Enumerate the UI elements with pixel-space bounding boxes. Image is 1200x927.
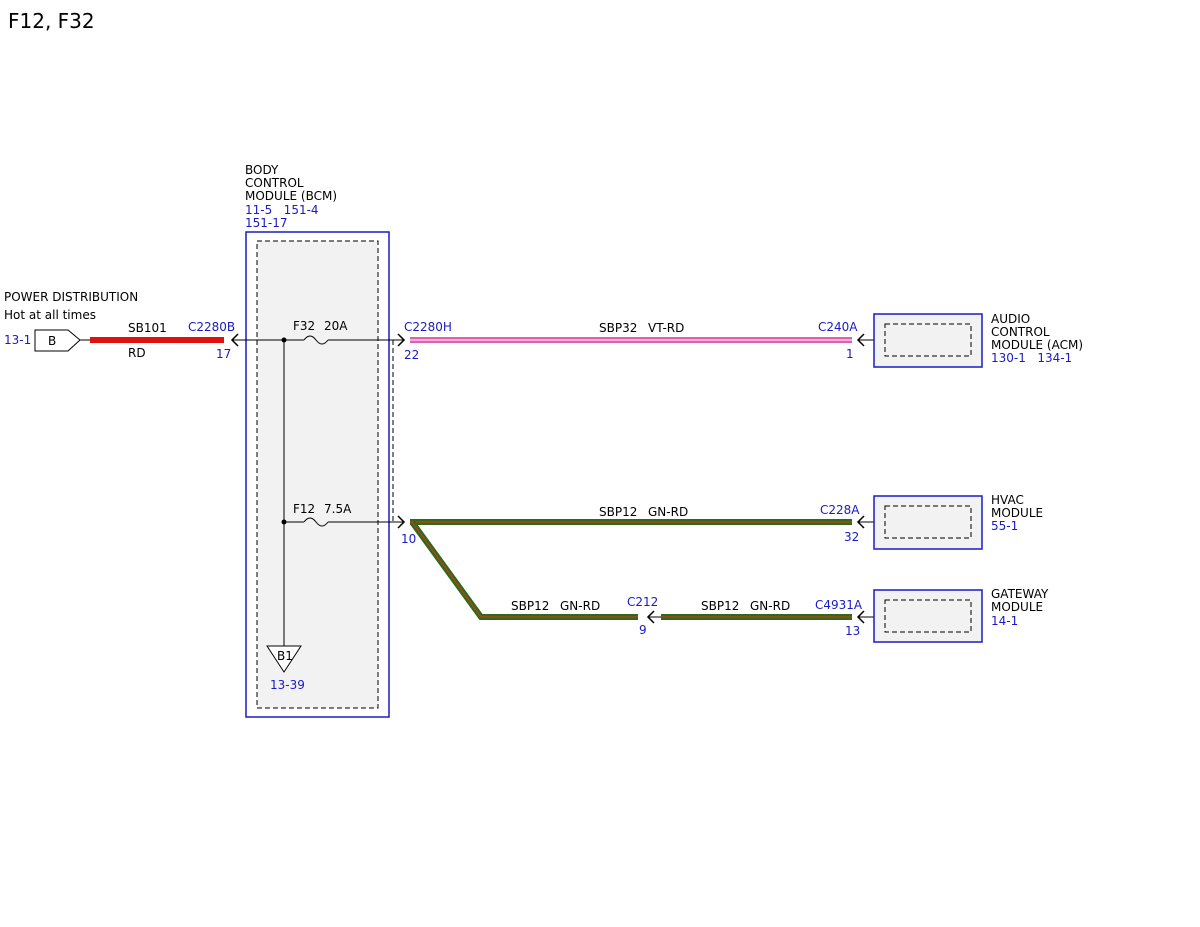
- gateway-ref: 14-1: [991, 614, 1018, 628]
- acm-name-line3: MODULE (ACM): [991, 338, 1083, 352]
- ground-b1-symbol: [266, 645, 302, 673]
- connector-c212-pin: 9: [639, 623, 647, 637]
- wire-sb101-color: RD: [128, 346, 146, 360]
- fuse-f12-rating: 7.5A: [324, 502, 352, 516]
- gateway-name-line2: MODULE: [991, 600, 1043, 614]
- hvac-name-line1: HVAC: [991, 493, 1024, 507]
- connector-c2280b-name: C2280B: [188, 320, 235, 334]
- hvac-ref: 55-1: [991, 519, 1018, 533]
- fuse-f32-rating: 20A: [324, 319, 348, 333]
- wire-sbp12-a-color: GN-RD: [560, 599, 600, 613]
- bcm-module-box: [245, 231, 390, 718]
- wire-sbp12-hvac-color: GN-RD: [648, 505, 688, 519]
- connector-c228a-name: C228A: [820, 503, 860, 517]
- connector-c4931a-pin: 13: [845, 624, 860, 638]
- hvac-name-line2: MODULE: [991, 506, 1043, 520]
- connector-c2280h-arrow-top: [397, 333, 406, 347]
- acm-module-box: [873, 313, 983, 368]
- page-title: F12, F32: [8, 9, 95, 33]
- wire-sb101-circuit: SB101: [128, 321, 167, 335]
- connector-c2280b-pin: 17: [216, 347, 231, 361]
- wire-sb101: [90, 337, 224, 343]
- wire-sbp12-a-circuit: SBP12: [511, 599, 549, 613]
- power-distribution-label: POWER DISTRIBUTION: [4, 290, 138, 304]
- ground-b1-label: B1: [277, 649, 293, 663]
- gateway-module-box: [873, 589, 983, 643]
- bcm-ref-line2: 151-17: [245, 216, 288, 230]
- hvac-inner-box: [884, 505, 972, 539]
- connector-c4931a-name: C4931A: [815, 598, 863, 612]
- wire-sbp32-circuit: SBP32: [599, 321, 637, 335]
- power-connector-label: B: [48, 334, 56, 348]
- fuse-f32-name: F32: [293, 319, 315, 333]
- wire-sbp12-a-inner: [411, 521, 638, 618]
- wire-sbp12-b-circuit: SBP12: [701, 599, 739, 613]
- acm-ref: 130-1 134-1: [991, 351, 1072, 365]
- wire-sbp32-color: VT-RD: [648, 321, 684, 335]
- connector-c240a-pin: 1: [846, 347, 854, 361]
- connector-c2280h-pin-top: 22: [404, 348, 419, 362]
- bcm-name-line1: BODY: [245, 163, 279, 177]
- bcm-inner-box: [256, 240, 379, 709]
- wire-sbp12-b-color: GN-RD: [750, 599, 790, 613]
- ground-b1-ref: 13-39: [270, 678, 305, 692]
- fuse-f12-name: F12: [293, 502, 315, 516]
- connector-c212-name: C212: [627, 595, 658, 609]
- gateway-inner-box: [884, 599, 972, 633]
- connector-c240a-name: C240A: [818, 320, 858, 334]
- connector-c2280h-pin-bottom: 10: [401, 532, 416, 546]
- fuse-f12-symbol: [303, 517, 329, 527]
- bcm-name-line3: MODULE (BCM): [245, 189, 337, 203]
- hvac-module-box: [873, 495, 983, 550]
- bcm-name-line2: CONTROL: [245, 176, 304, 190]
- wire-sbp12-hvac-circuit: SBP12: [599, 505, 637, 519]
- acm-name-line2: CONTROL: [991, 325, 1050, 339]
- connector-c228a-pin: 32: [844, 530, 859, 544]
- connector-c2280h-name: C2280H: [404, 320, 452, 334]
- acm-name-line1: AUDIO: [991, 312, 1030, 326]
- bcm-ref-line1: 11-5 151-4: [245, 203, 319, 217]
- gateway-name-line1: GATEWAY: [991, 587, 1049, 601]
- power-ref: 13-1: [4, 333, 31, 347]
- power-note: Hot at all times: [4, 308, 96, 322]
- connector-c2280h-arrow-bottom: [397, 515, 406, 529]
- power-connector-flag: [34, 329, 81, 352]
- fuse-f32-symbol: [303, 335, 329, 345]
- acm-inner-box: [884, 323, 972, 357]
